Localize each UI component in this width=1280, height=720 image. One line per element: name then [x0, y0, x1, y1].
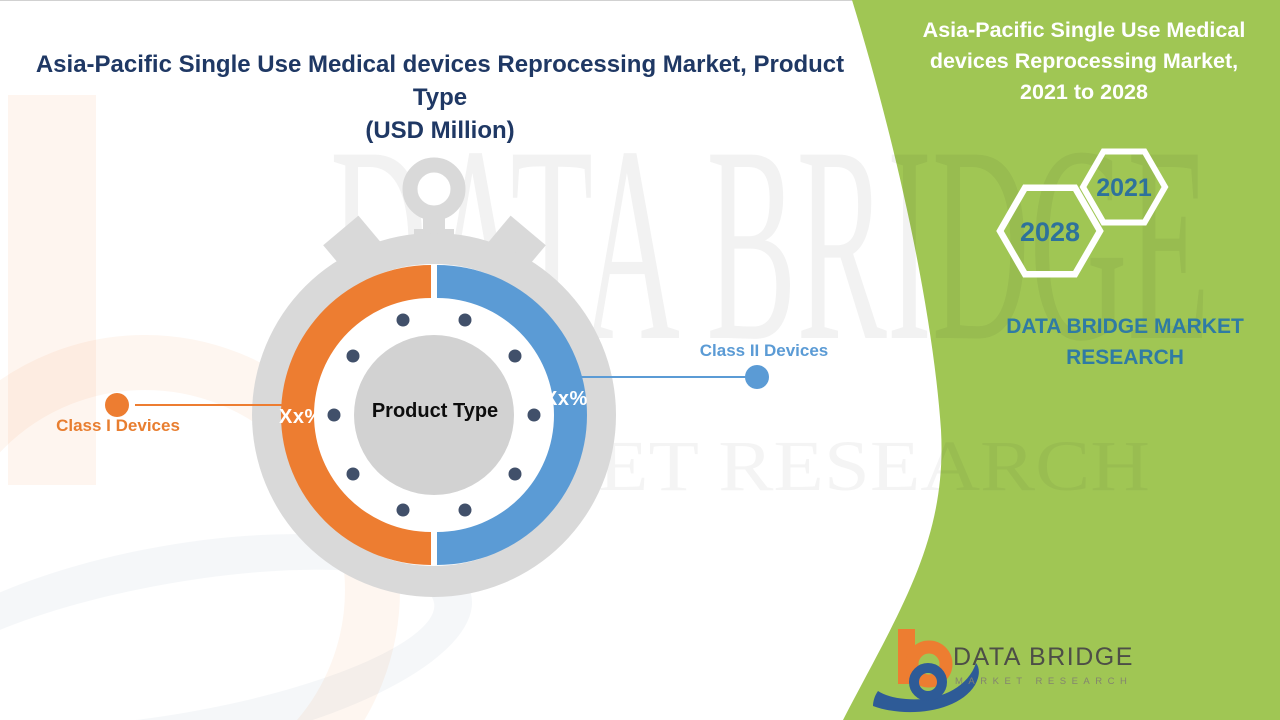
- side-panel-title-line1: Asia-Pacific Single Use Medical: [922, 18, 1246, 42]
- hexagon-2028: [996, 184, 1104, 278]
- donut-center-label: Product Type: [371, 400, 499, 422]
- dbmr-logo-mark: [873, 629, 979, 713]
- chart-title-line1: Asia-Pacific Single Use Medical devices …: [35, 51, 845, 111]
- value-label-class2: Xx%: [544, 388, 588, 410]
- hexagon-year-2028: 2028: [1019, 217, 1081, 247]
- value-label-class1: Xx%: [279, 406, 323, 428]
- callout-class1: [105, 393, 288, 417]
- side-panel-title-line2: devices Reprocessing Market,: [929, 49, 1239, 73]
- brand-name-line2: RESEARCH: [1066, 346, 1184, 369]
- side-panel-title-line3: 2021 to 2028: [1020, 80, 1148, 104]
- donut-segment-class1: [281, 265, 431, 565]
- donut-segment-class2: [437, 265, 587, 565]
- stopwatch-buttons: [323, 215, 546, 275]
- callout-class2: [578, 365, 769, 389]
- brand-name-line1: DATA BRIDGE MARKET: [1006, 315, 1244, 338]
- side-panel-title: Asia-Pacific Single Use Medical devices …: [893, 15, 1275, 108]
- dial-dots: [327, 313, 541, 517]
- hexagon-year-2021: 2021: [1096, 174, 1152, 202]
- chart-title-line2: (USD Million): [365, 117, 515, 144]
- legend-label-class2: Class II Devices: [699, 341, 829, 360]
- brand-name: DATA BRIDGE MARKET RESEARCH: [970, 311, 1280, 373]
- donut-center-disc: [354, 335, 514, 495]
- legend-label-class1: Class I Devices: [56, 416, 180, 435]
- footer-logo-title: DATA BRIDGE: [953, 643, 1134, 671]
- chart-title: Asia-Pacific Single Use Medical devices …: [20, 48, 860, 147]
- hexagon-2021: [1079, 148, 1169, 226]
- footer-logo-subtitle: MARKET RESEARCH: [955, 676, 1133, 687]
- top-hairline: [0, 0, 1280, 1]
